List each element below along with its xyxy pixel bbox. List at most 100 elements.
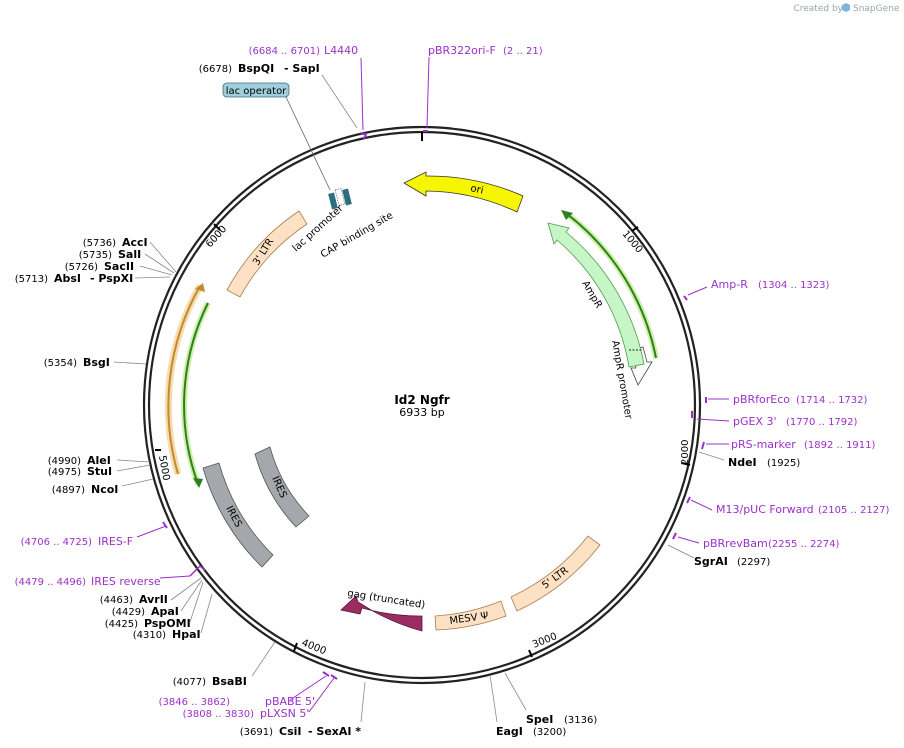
cutsite-name: PspOMI <box>144 617 191 630</box>
primer-name: pBRforEco <box>733 393 790 406</box>
mesv-label: MESV Ψ <box>449 611 489 627</box>
cutsite-name: HpaI <box>172 628 201 641</box>
primer-range: (1770 .. 1792) <box>786 417 858 428</box>
cutsite-name: SacII <box>104 260 134 273</box>
cutsite-spei[interactable]: SpeI (3136) <box>504 672 597 726</box>
cutsite-name: SpeI <box>526 713 553 726</box>
cutsite-pos: (4077) <box>173 677 206 688</box>
feature-3-ltr[interactable]: 3' LTR <box>226 210 308 298</box>
cutsite-extra: - SapI <box>284 62 320 75</box>
primer-pbrrevbam[interactable]: pBRrevBam (2255 .. 2274) <box>672 532 840 550</box>
cutsite-ncoi[interactable]: (4897) NcoI <box>52 478 154 496</box>
cutsite-name: BsaBI <box>212 675 247 688</box>
cutsite-name: AbsI <box>54 272 81 285</box>
feature-ori[interactable]: ori <box>403 171 524 213</box>
feature-5-ltr[interactable]: 5' LTR <box>510 535 601 612</box>
primer-pbabe-5[interactable]: (3846 .. 3862) pBABE 5' <box>159 671 330 708</box>
lac-operator-label: lac operator <box>226 86 287 97</box>
cutsite-pos: (5354) <box>44 358 77 369</box>
feature-lac-elements[interactable] <box>328 188 352 210</box>
primer-range: (1714 .. 1732) <box>796 395 868 406</box>
cutsite-name: AccI <box>122 236 148 249</box>
primer-range: (3808 .. 3830) <box>183 709 255 720</box>
cutsite-name: BsgI <box>83 356 110 369</box>
cutsite-eagi[interactable]: EagI (3200) <box>489 674 566 738</box>
cutsite-bsabi[interactable]: (4077) BsaBI <box>173 641 276 688</box>
feature-gag[interactable]: gag (truncated) <box>340 588 426 632</box>
cutsite-name: NdeI <box>728 456 757 469</box>
feature-ires-1[interactable]: IRES <box>254 446 310 528</box>
cutsite-group-4400[interactable]: (4463) AvrII (4429) ApaI (4425) PspOMI (… <box>100 577 213 641</box>
feature-orange-orf <box>164 283 205 475</box>
feature-green-orf <box>181 301 211 488</box>
cutsite-extra: - SexAI * <box>308 725 361 738</box>
cutsite-alei-stui[interactable]: (4990) AleI (4975) StuI <box>48 454 151 478</box>
primer-ires-f[interactable]: (4706 .. 4725) IRES-F <box>21 521 168 548</box>
primer-name: pBRrevBam <box>703 537 768 550</box>
primer-l4440[interactable]: (6684 .. 6701) L4440 <box>249 44 368 140</box>
primer-amp-r[interactable]: Amp-R (1304 .. 1323) <box>683 278 830 301</box>
tick-label: 5000 <box>156 455 171 482</box>
primer-plxsn-5[interactable]: (3808 .. 3830) pLXSN 5' <box>183 674 338 720</box>
ori-label: ori <box>469 183 484 196</box>
cutsite-name: SalI <box>118 248 141 261</box>
credit-brand: SnapGene <box>853 4 900 14</box>
cutsite-pos: (5713) <box>15 274 48 285</box>
cutsite-pos: (5726) <box>65 262 98 273</box>
plasmid-length: 6933 bp <box>399 406 444 419</box>
primer-pbr322ori-f[interactable]: pBR322ori-F (2 .. 21) <box>423 44 543 132</box>
cutsite-pos: (3200) <box>533 727 566 738</box>
cutsite-extra: - PspXI <box>90 272 133 285</box>
cutsite-pos: (4310) <box>133 630 166 641</box>
cutsite-sgrai[interactable]: SgrAI (2297) <box>667 544 770 568</box>
primer-name: IRES reverse <box>91 575 161 588</box>
primer-name: M13/pUC Forward <box>716 503 814 516</box>
cutsite-name: StuI <box>87 465 112 478</box>
cutsite-pos: (5735) <box>79 250 112 261</box>
primer-range: (3846 .. 3862) <box>159 697 231 708</box>
cutsite-group-5700[interactable]: (5736) AccI (5735) SalI (5726) SacII (57… <box>15 236 177 285</box>
primer-range: (6684 .. 6701) <box>249 46 321 57</box>
feature-mesv[interactable]: MESV Ψ <box>434 600 507 631</box>
cutsite-name: EagI <box>496 725 523 738</box>
tick-label: 4000 <box>300 638 328 658</box>
tick-5000: 5000 <box>155 449 171 482</box>
primer-range: (1892 .. 1911) <box>804 440 876 451</box>
cutsite-pos: (3691) <box>240 727 273 738</box>
cutsite-pos: (4463) <box>100 595 133 606</box>
cutsite-pos: (6678) <box>199 64 232 75</box>
primer-range: (2 .. 21) <box>503 46 543 57</box>
primer-name: pRS-marker <box>731 438 796 451</box>
backbone-outer <box>142 125 702 685</box>
feature-ires-2[interactable]: IRES <box>202 462 274 568</box>
primer-name: L4440 <box>324 44 358 57</box>
cutsite-csii[interactable]: (3691) CsiI - SexAI * <box>240 681 366 738</box>
primer-range: (1304 .. 1323) <box>758 280 830 291</box>
primer-pgex-3[interactable]: pGEX 3' (1770 .. 1792) <box>691 411 858 428</box>
cutsite-pos: (4425) <box>105 619 138 630</box>
cutsite-name: AleI <box>87 454 111 467</box>
cutsite-pos: (4975) <box>48 467 81 478</box>
primer-prs-marker[interactable]: pRS-marker (1892 .. 1911) <box>701 438 876 451</box>
cutsite-pos: (4990) <box>48 456 81 467</box>
cutsite-pos: (4897) <box>52 485 85 496</box>
cutsite-name: BspQI <box>238 62 274 75</box>
primer-pbrforeco[interactable]: pBRforEco (1714 .. 1732) <box>705 393 868 406</box>
cutsite-name: AvrII <box>139 593 168 606</box>
primer-name: pGEX 3' <box>733 415 777 428</box>
primer-name: pBR322ori-F <box>428 44 496 57</box>
primer-m13-puc-forward[interactable]: M13/pUC Forward (2105 .. 2127) <box>686 496 890 516</box>
cutsite-bspqi[interactable]: (6678) BspQI - SapI <box>199 62 358 129</box>
cutsite-name: NcoI <box>91 483 118 496</box>
tick-2000: 2000 <box>680 440 691 466</box>
primer-ires-reverse[interactable]: (4479 .. 4496) IRES reverse <box>15 564 206 588</box>
tick-label: 2000 <box>680 440 691 465</box>
primer-name: pBABE 5' <box>265 695 315 708</box>
primer-range: (4479 .. 4496) <box>15 577 87 588</box>
lac-operator-callout[interactable]: lac operator <box>222 82 331 191</box>
cutsite-pos: (3136) <box>564 715 597 726</box>
cutsite-pos: (4429) <box>112 607 145 618</box>
primer-range: (4706 .. 4725) <box>21 537 93 548</box>
cutsite-bsgi[interactable]: (5354) BsgI <box>44 356 147 369</box>
cutsite-ndei[interactable]: NdeI (1925) <box>698 451 800 469</box>
